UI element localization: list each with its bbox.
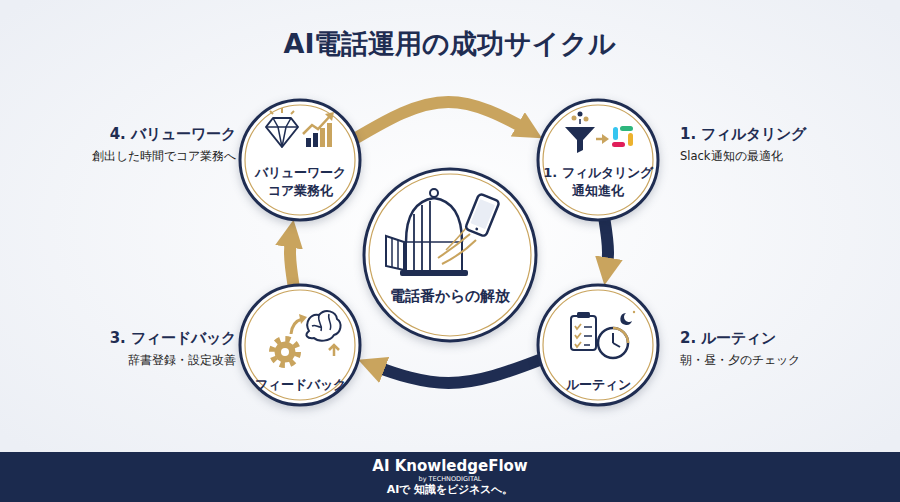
circle-inner-ring [369,174,531,336]
step-description: 辞書登録・設定改善 [40,353,236,369]
circle-outline [362,167,538,343]
circle-label: バリューワーク コア業務化 [244,164,356,199]
circle-outline [240,285,360,405]
brand-byline: by TECHNODIGITAL [0,475,900,484]
cycle-arrow [358,360,540,383]
circle-outline [536,98,660,222]
brand-tagline: AIで 知識をビジネスへ。 [0,483,900,498]
cycle-arrow [604,220,608,286]
circle-inner-ring [543,105,653,215]
circle-inner-ring [245,290,355,400]
circle-outline [538,285,658,405]
step-circle: 3. フィードバック辞書登録・設定改善フィードバック [238,283,362,407]
circle-inner-ring [543,290,653,400]
circle-label: フィードバック [244,376,356,394]
circle-outline [538,100,658,220]
step-description: 創出した時間でコア業務へ [40,149,236,165]
step-heading: 1. フィルタリング [680,124,890,144]
brand-name: AI KnowledgeFlow [0,456,900,476]
circle-inner-ring [245,105,355,215]
cycle-arrow [356,102,542,138]
center-label: 電話番からの解放 [375,286,525,306]
center-circle: 電話番からの解放 [362,167,538,343]
circle-label: 1. フィルタリング 通知進化 [542,164,654,199]
step-circle: 2. ルーティン朝・昼・夕のチェックルーティン [536,283,660,407]
step-circle: 1. フィルタリングSlack通知の最適化1. フィルタリング 通知進化 [536,98,660,222]
circle-label: ルーティン [542,376,654,394]
step-heading: 4. バリューワーク [40,124,236,144]
step-description: Slack通知の最適化 [680,149,890,165]
circle-outline [238,98,362,222]
step-circle: 4. バリューワーク創出した時間でコア業務へバリューワーク コア業務化 [238,98,362,222]
step-heading: 2. ルーティン [680,328,890,348]
circle-outline [364,169,536,341]
circle-outline [240,100,360,220]
step-heading: 3. フィードバック [40,328,236,348]
diagram-title: AI電話運用の成功サイクル [0,28,900,60]
step-description: 朝・昼・夕のチェック [680,353,890,369]
footer-band: AI KnowledgeFlowby TECHNODIGITALAIで 知識をビ… [0,452,900,502]
cycle-arrow [290,220,294,286]
